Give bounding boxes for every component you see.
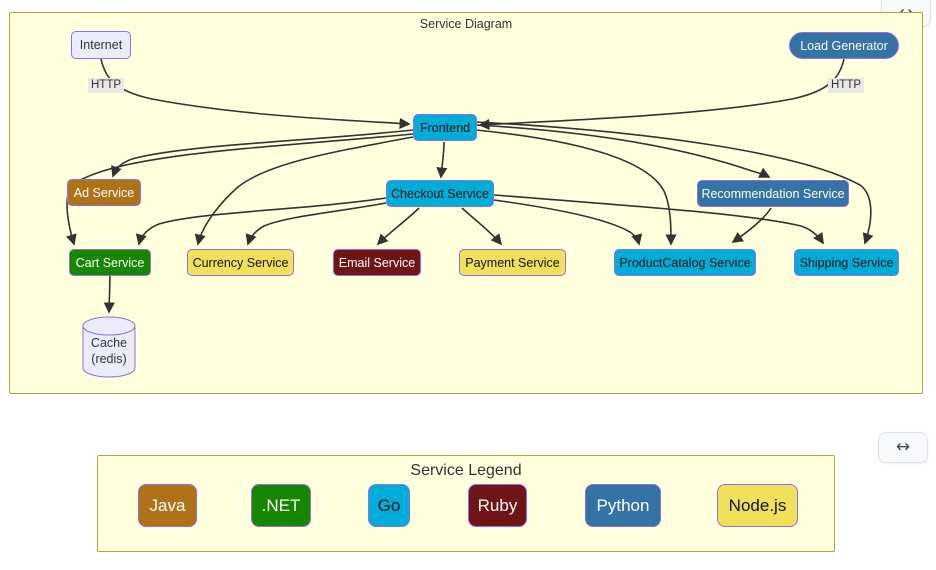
legend-item-nodejs: Node.js [717, 484, 798, 527]
edge-checkout-service-to-productcatalog-service [493, 199, 643, 246]
node-label: Cache (redis) [90, 335, 128, 366]
edge-checkout-service-to-email-service [376, 207, 420, 246]
node-load-generator: Load Generator [789, 32, 899, 59]
node-frontend: Frontend [413, 114, 477, 141]
node-checkout-service: Checkout Service [386, 180, 494, 207]
node-currency-service: Currency Service [187, 249, 294, 276]
node-email-service: Email Service [333, 249, 421, 276]
legend-item-net: .NET [251, 484, 311, 527]
node-internet: Internet [71, 31, 131, 59]
node-payment-service: Payment Service [459, 249, 566, 276]
edge-frontend-to-ad-service [111, 129, 414, 178]
edge-internet-to-frontend [100, 58, 411, 129]
horizontal-expand-icon: ↔ [895, 437, 911, 457]
diagram-title: Service Diagram [419, 17, 513, 31]
edge-checkout-service-to-payment-service [461, 207, 503, 246]
node-productcatalog-service: ProductCatalog Service [614, 249, 756, 276]
edge-checkout-service-to-currency-service [245, 202, 387, 246]
service-legend-panel: Service Legend Java .NET Go Ruby Python Node.… [97, 455, 835, 552]
legend-item-python: Python [585, 484, 661, 527]
legend-title: Service Legend [410, 462, 522, 479]
node-ad-service: Ad Service [67, 179, 141, 206]
cylinder-shape [82, 316, 136, 378]
node-shipping-service: Shipping Service [794, 249, 899, 276]
edge-frontend-to-checkout-service [436, 141, 448, 179]
node-recommendation-service: Recommendation Service [697, 180, 849, 207]
node-cache: Cache (redis) [82, 316, 136, 378]
edge-frontend-to-productcatalog-service [475, 129, 677, 246]
edge-checkout-service-to-cart-service [135, 197, 387, 246]
edge-cart-service-to-cache [103, 275, 115, 314]
node-cart-service: Cart Service [69, 249, 151, 276]
edge-recommendation-service-to-productcatalog-service [731, 207, 772, 243]
edge-frontend-to-currency-service [194, 136, 414, 246]
expand-legend-button[interactable]: ↔ [878, 432, 928, 463]
edge-label-internet: HTTP [88, 78, 125, 93]
edge-frontend-to-recommendation-service [475, 124, 771, 178]
edge-load-generator-to-frontend [478, 58, 845, 131]
legend-item-java: Java [138, 484, 197, 527]
legend-item-ruby: Ruby [468, 484, 527, 527]
edge-label-load-generator: HTTP [828, 78, 865, 93]
legend-item-go: Go [368, 484, 410, 527]
